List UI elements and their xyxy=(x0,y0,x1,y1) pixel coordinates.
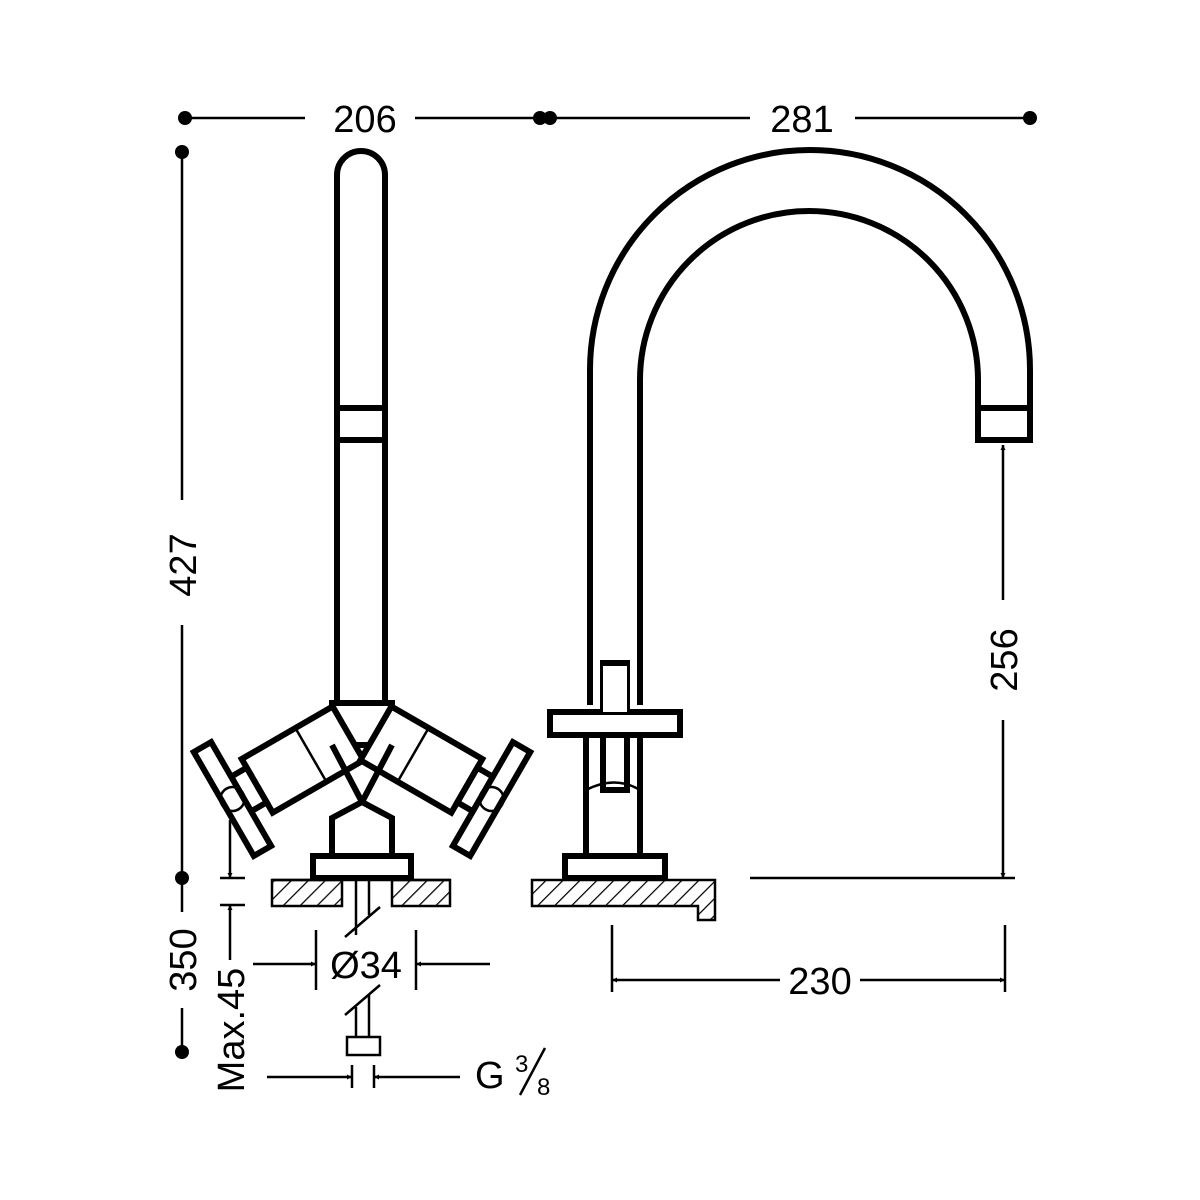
dim-230: 230 xyxy=(788,961,851,1003)
spout-height-dimension: 256 xyxy=(750,445,1026,880)
counter-thickness-dimension: Max.45 xyxy=(211,820,253,1092)
thread-dimension: G 3 8 xyxy=(267,1047,550,1101)
width-dimension-left: 206 xyxy=(178,99,547,141)
spout-reach-dimension: 230 xyxy=(610,925,1007,1003)
dim-206: 206 xyxy=(333,99,396,141)
width-dimension-right: 281 xyxy=(543,99,1037,141)
thread-label: G xyxy=(475,1055,505,1097)
height-dimension: 427 xyxy=(163,145,205,885)
dim-max45: Max.45 xyxy=(211,968,253,1093)
faucet-front-view xyxy=(189,148,535,1057)
dim-281: 281 xyxy=(770,99,833,141)
faucet-side-view xyxy=(530,147,1033,922)
below-counter-dimension: 350 xyxy=(163,878,205,1059)
thread-size-numerator: 3 xyxy=(515,1051,528,1078)
hole-diameter-dimension: Ø34 xyxy=(253,930,490,990)
thread-size-denominator: 8 xyxy=(537,1074,550,1101)
dim-256: 256 xyxy=(984,628,1026,691)
dim-diameter-34: Ø34 xyxy=(330,945,402,987)
dim-427: 427 xyxy=(163,533,205,596)
dim-350: 350 xyxy=(163,928,205,991)
